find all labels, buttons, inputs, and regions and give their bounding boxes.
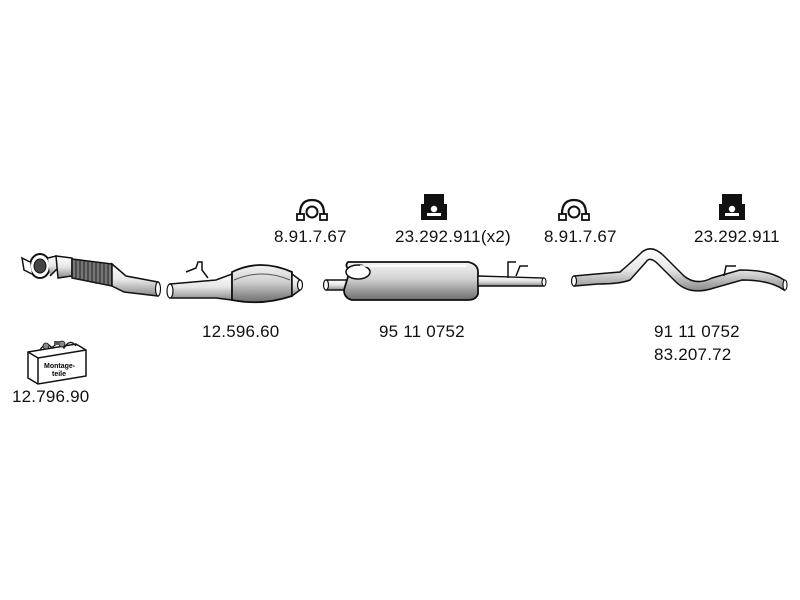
rubber-mount-single-part-number: 23.292.911 (694, 227, 780, 246)
clamp-left-part-number: 8.91.7.67 (274, 227, 347, 246)
middle-silencer-part-number: 95 11 0752 (379, 322, 465, 341)
rubber-mount-icon (421, 194, 447, 220)
rear-silencer-part-number: 91 11 0752 (654, 322, 740, 341)
clamp-icon (296, 198, 328, 221)
rear-pipe-drawing (570, 248, 788, 292)
mounting-kit-box-label-line1: Montage- (44, 363, 76, 370)
mounting-kit-part-number: 12.796.90 (12, 387, 90, 406)
rear-pipe-part-number: 83.207.72 (654, 345, 732, 364)
rubber-mount-icon (719, 194, 745, 220)
catalyst-part-number: 12.596.60 (202, 322, 280, 341)
rubber-mount-double-part-number: 23.292.911(x2) (395, 227, 511, 246)
front-pipe-drawing (21, 253, 162, 297)
clamp-right-part-number: 8.91.7.67 (544, 227, 617, 246)
catalyst-drawing (166, 261, 304, 304)
mounting-kit-box-icon: Montage- teile (27, 340, 87, 385)
middle-silencer-drawing (322, 261, 547, 301)
clamp-icon (558, 198, 590, 221)
mounting-kit-box-label-line2: teile (52, 371, 66, 378)
